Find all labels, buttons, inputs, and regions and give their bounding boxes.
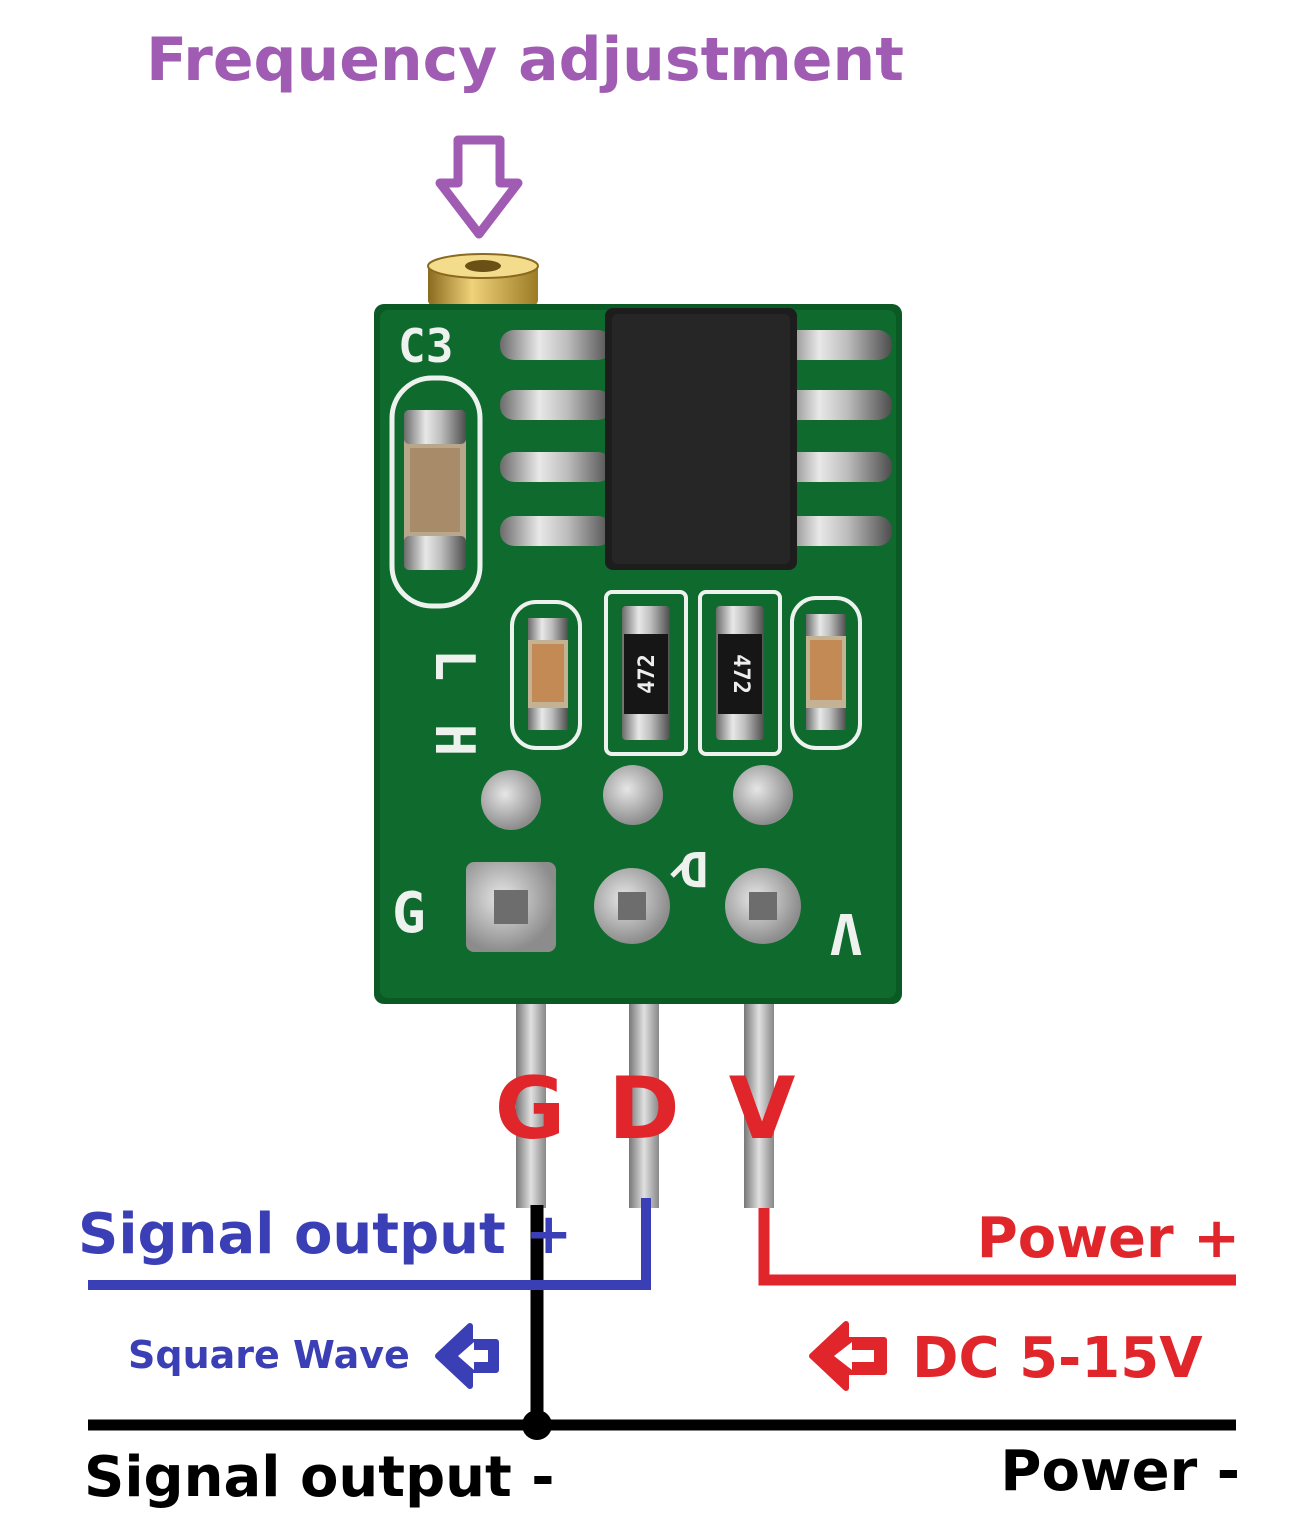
silk-l-label: L <box>423 649 486 682</box>
trim-potentiometer <box>427 253 539 306</box>
square-wave-label: Square Wave <box>128 1333 410 1377</box>
power-plus-label: Power + <box>977 1206 1240 1271</box>
pin-leg-d <box>629 998 659 1208</box>
silk-d-label: D <box>680 840 709 896</box>
square-wave-arrow-icon <box>435 1323 499 1389</box>
pin-label-g: G <box>495 1059 566 1159</box>
resistor-r2: 472 <box>698 590 782 756</box>
down-arrow-icon <box>435 135 523 239</box>
header-pins <box>516 998 774 1208</box>
silk-trace <box>670 856 692 878</box>
frequency-adjustment-title: Frequency adjustment <box>146 25 904 95</box>
resistor-r2-code: 472 <box>728 654 753 694</box>
dc-input-arrow-icon <box>809 1321 887 1391</box>
silk-v-label: V <box>829 900 863 965</box>
resistor-r1-code: 472 <box>635 654 660 694</box>
smd-capacitor-right <box>790 596 862 750</box>
signal-output-plus-label: Signal output + <box>78 1202 572 1267</box>
smd-capacitor-left <box>510 600 582 750</box>
pin-leg-g <box>516 998 546 1208</box>
resistor-r1: 472 <box>604 590 688 756</box>
cap-outline-silk <box>389 375 483 609</box>
power-wire <box>758 1208 1236 1286</box>
ic-chip <box>500 308 892 570</box>
ground-junction-dot <box>522 1410 552 1440</box>
silk-c3-label: C3 <box>398 319 453 373</box>
via-pads <box>481 765 793 830</box>
silk-g-label: G <box>392 881 426 946</box>
ground-wire <box>88 1205 1236 1440</box>
capacitor-c3 <box>404 410 466 570</box>
header-pads <box>466 862 801 952</box>
pcb-board: 472 472 C3 L H G D V <box>374 304 902 1004</box>
pin-leg-v <box>744 998 774 1208</box>
signal-output-minus-label: Signal output - <box>84 1445 555 1510</box>
signal-wire <box>88 1198 651 1290</box>
dc-range-label: DC 5-15V <box>912 1326 1203 1391</box>
silk-h-label: H <box>423 724 486 757</box>
pin-label-v: V <box>729 1059 796 1159</box>
power-minus-label: Power - <box>1000 1439 1240 1504</box>
pin-label-d: D <box>608 1059 679 1159</box>
